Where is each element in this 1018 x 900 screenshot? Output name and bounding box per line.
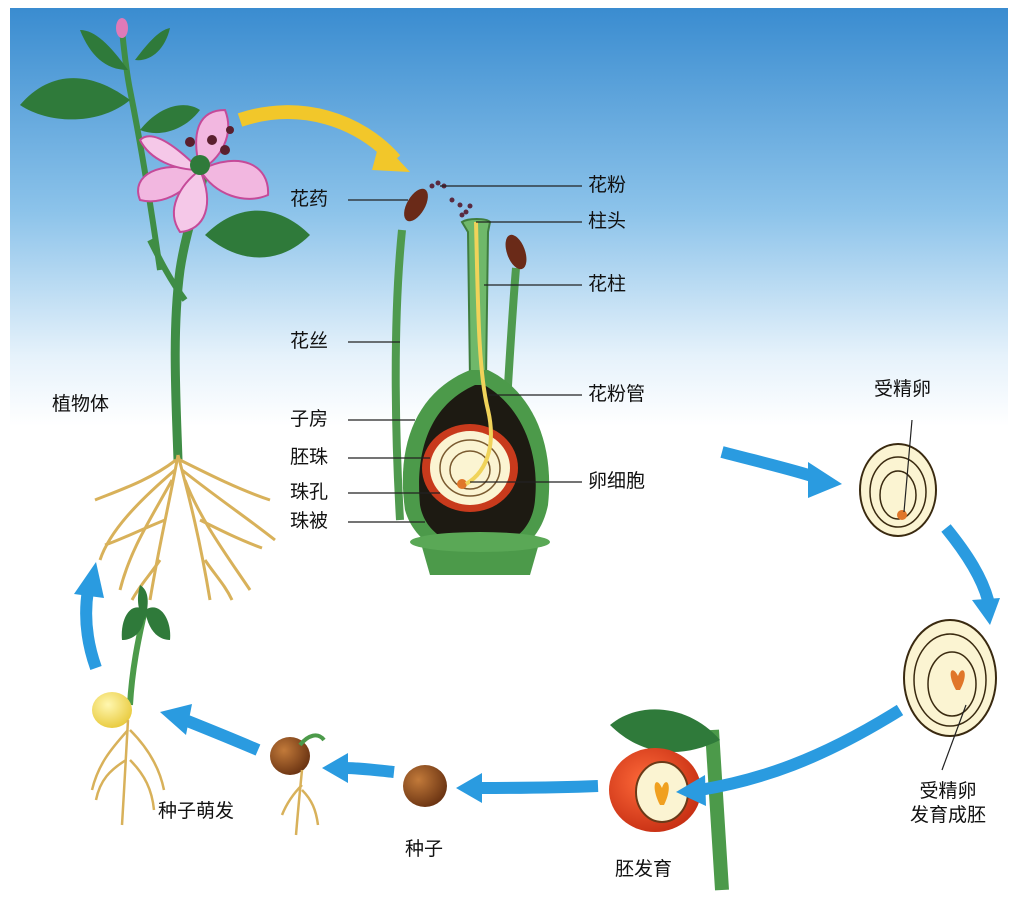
plant-branch-2 [147, 238, 188, 302]
label-egg-cell: 卵细胞 [588, 470, 646, 492]
label-seed: 种子 [405, 838, 444, 860]
label-pollen: 花粉 [588, 174, 627, 196]
plant-body-illustration [20, 18, 310, 601]
cycle-arrows [74, 446, 1000, 806]
label-embryo-development: 胚发育 [615, 858, 673, 880]
anther-left [404, 188, 428, 222]
seedling [90, 585, 171, 826]
label-fertilized-egg-develops-line1: 受精卵 [919, 780, 977, 802]
arrow-to-germinating-seed [344, 762, 395, 778]
anther-right [505, 234, 527, 270]
zoom-arrow-head [372, 140, 410, 172]
germinating-seed [270, 733, 326, 836]
label-micropyle: 珠孔 [290, 481, 329, 503]
filament-left [391, 229, 406, 521]
label-anther: 花药 [290, 188, 329, 210]
label-fertilized-egg-develops: 受精卵 发育成胚 [893, 780, 1003, 828]
flower [137, 108, 270, 234]
leaf [135, 28, 170, 61]
label-style: 花柱 [588, 273, 627, 295]
label-seed-germination: 种子萌发 [158, 800, 235, 822]
plant-roots [94, 454, 276, 601]
developing-embryo-ovule [903, 619, 997, 737]
seed [403, 765, 447, 807]
leader-lines [348, 185, 582, 523]
arrow-to-fruit [699, 704, 904, 796]
flower-bud [116, 18, 128, 38]
ovule-integument [430, 431, 510, 505]
label-integument: 珠被 [290, 510, 329, 532]
leaf [140, 105, 200, 134]
leaf [80, 30, 128, 70]
label-fertilized-egg-develops-line2: 发育成胚 [909, 803, 986, 826]
sky-background [10, 8, 1008, 590]
pollen-grains [429, 180, 473, 218]
label-plant-body: 植物体 [52, 393, 110, 415]
arrow-to-plant-body [80, 589, 102, 671]
arrow-to-seedling [182, 714, 261, 756]
leaf [205, 210, 310, 258]
egg-cell [457, 479, 467, 489]
label-fertilized-egg: 受精卵 [874, 378, 932, 400]
label-ovary: 子房 [290, 408, 329, 430]
label-stigma: 柱头 [588, 210, 627, 232]
label-pollen-tube: 花粉管 [588, 383, 646, 405]
arrow-to-embryo-ovule [941, 524, 994, 602]
flower-cross-section [391, 180, 550, 575]
arrow-to-seed [479, 780, 599, 794]
plant-branch [119, 29, 163, 271]
fruit-embryo-development [609, 709, 729, 891]
label-filament: 花丝 [290, 330, 329, 352]
label-ovule: 胚珠 [290, 446, 329, 468]
fertilized-ovule [859, 443, 937, 537]
pollen-tube [464, 221, 493, 486]
leaf [20, 78, 130, 120]
